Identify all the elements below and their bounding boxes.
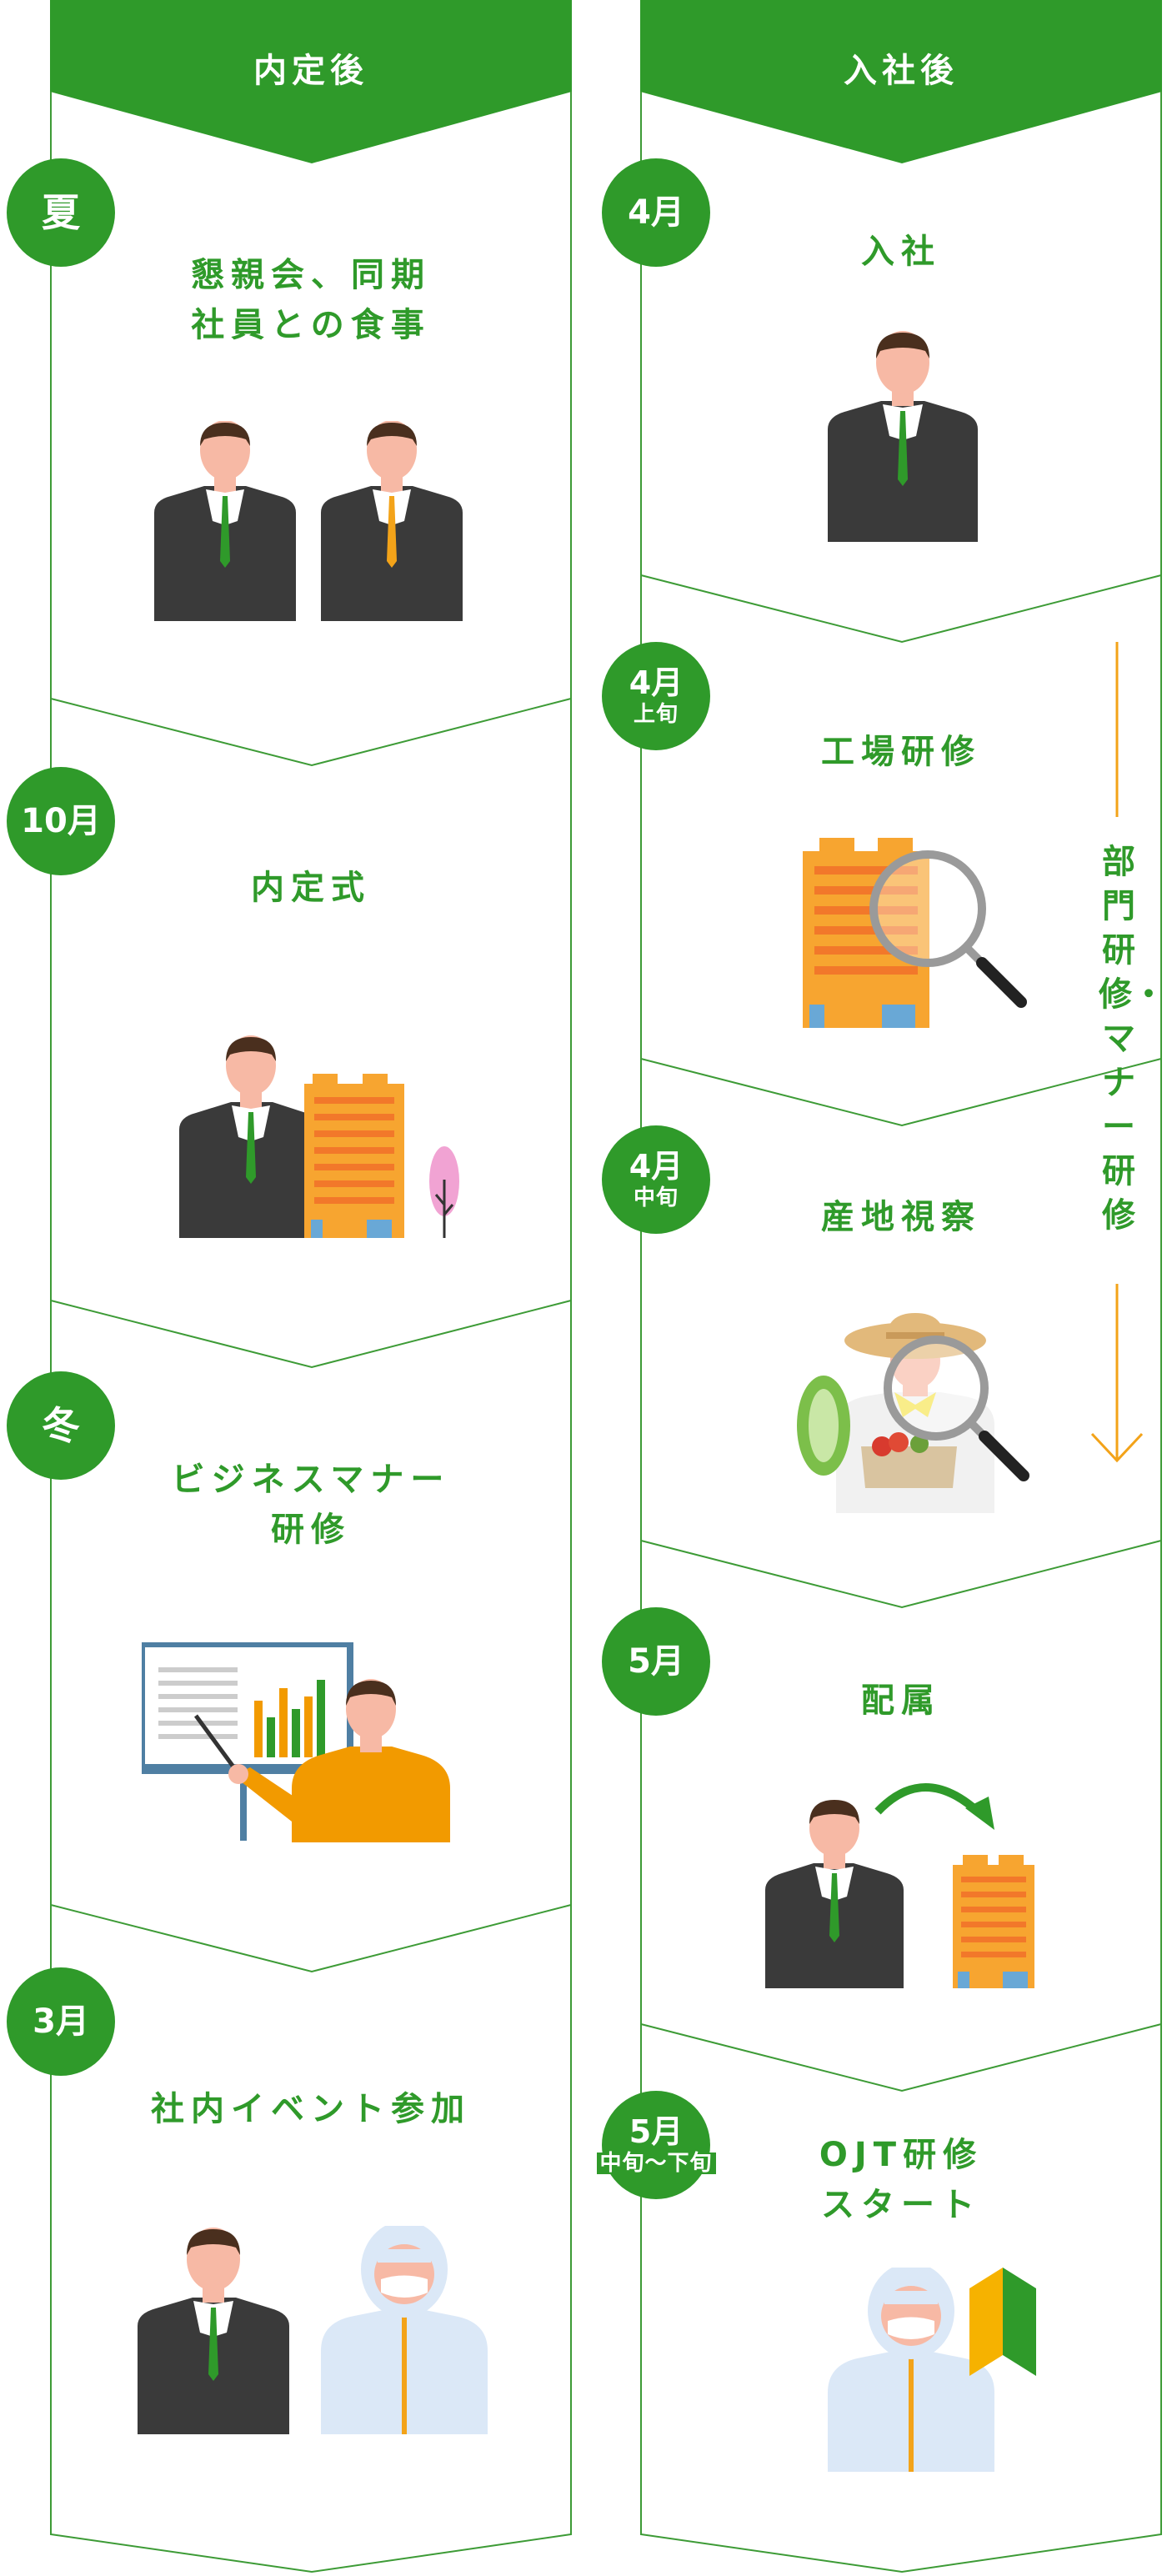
factory-training-illustration bbox=[803, 838, 1027, 1028]
offer-ceremony-illustration bbox=[179, 1035, 459, 1238]
joining-illustration bbox=[828, 331, 978, 542]
businessman-icon bbox=[154, 421, 296, 621]
column-frame bbox=[50, 0, 572, 2573]
tree-icon bbox=[429, 1146, 459, 1238]
two-businessmen-illustration bbox=[154, 421, 463, 621]
cleanroom-worker-icon bbox=[321, 2226, 488, 2434]
step-title: 工場研修 bbox=[821, 733, 981, 771]
step-title: 産地視察 bbox=[821, 1198, 981, 1236]
businessman-icon bbox=[765, 1800, 904, 1988]
farmer-icon bbox=[797, 1313, 994, 1513]
presentation-illustration bbox=[142, 1642, 450, 1842]
step-title: 社内イベント参加 bbox=[151, 2090, 471, 2128]
magnifier-icon bbox=[884, 1336, 1029, 1481]
presenter-icon bbox=[228, 1679, 450, 1842]
column-header: 入社後 bbox=[844, 52, 959, 90]
businessman-icon bbox=[138, 2228, 289, 2434]
step-title: 配属 bbox=[861, 1681, 941, 1720]
ojt-illustration bbox=[828, 2268, 1036, 2472]
assignment-illustration bbox=[765, 1783, 1034, 1988]
timeline-badge: 夏 bbox=[7, 158, 115, 267]
building-icon bbox=[953, 1855, 1034, 1988]
column-frame bbox=[640, 0, 1162, 2573]
businessman-icon bbox=[321, 421, 463, 621]
step-title: ビジネスマナー 研修 bbox=[171, 1461, 451, 1549]
step-title: 懇親会、同期 社員との食事 bbox=[191, 256, 431, 344]
event-illustration bbox=[138, 2226, 488, 2434]
businessman-icon bbox=[828, 331, 978, 542]
timeline-badge: 10月 bbox=[7, 767, 115, 875]
timeline-badge: 4月 中旬 bbox=[602, 1125, 710, 1234]
beginner-mark-icon bbox=[969, 2268, 1036, 2376]
businessman-icon bbox=[179, 1035, 323, 1238]
timeline-column-after-joining: 入社後 入社 工場研修 産地視察 配属 OJT研修 スタート bbox=[640, 0, 1162, 2576]
column-header: 内定後 bbox=[253, 52, 368, 90]
timeline-column-after-offer: 内定後 懇親会、同期 社員との食事 内定式 ビジネスマナー 研修 社内イベント参… bbox=[50, 0, 572, 2576]
farm-visit-illustration bbox=[797, 1313, 1029, 1513]
step-title: OJT研修 スタート bbox=[819, 2136, 984, 2224]
timeline-badge: 4月 上旬 bbox=[602, 642, 710, 750]
side-training-label: 部門研修・マナー研修 bbox=[1099, 843, 1165, 1235]
timeline-badge: 4月 bbox=[602, 158, 710, 267]
down-arrow-icon bbox=[1090, 642, 1144, 1463]
timeline-badge: 5月 中旬〜下旬 bbox=[596, 2091, 716, 2199]
step-title: 入社 bbox=[861, 233, 941, 271]
presentation-board-icon bbox=[142, 1642, 353, 1841]
timeline-badge: 冬 bbox=[7, 1371, 115, 1480]
timeline-badge: 5月 bbox=[602, 1607, 710, 1716]
magnifier-icon bbox=[869, 850, 1027, 1008]
building-icon bbox=[803, 838, 929, 1028]
building-icon bbox=[304, 1074, 404, 1238]
step-title: 内定式 bbox=[251, 869, 371, 907]
timeline-badge: 3月 bbox=[7, 1967, 115, 2076]
cleanroom-worker-icon bbox=[828, 2268, 994, 2472]
curved-arrow-icon bbox=[874, 1783, 994, 1830]
